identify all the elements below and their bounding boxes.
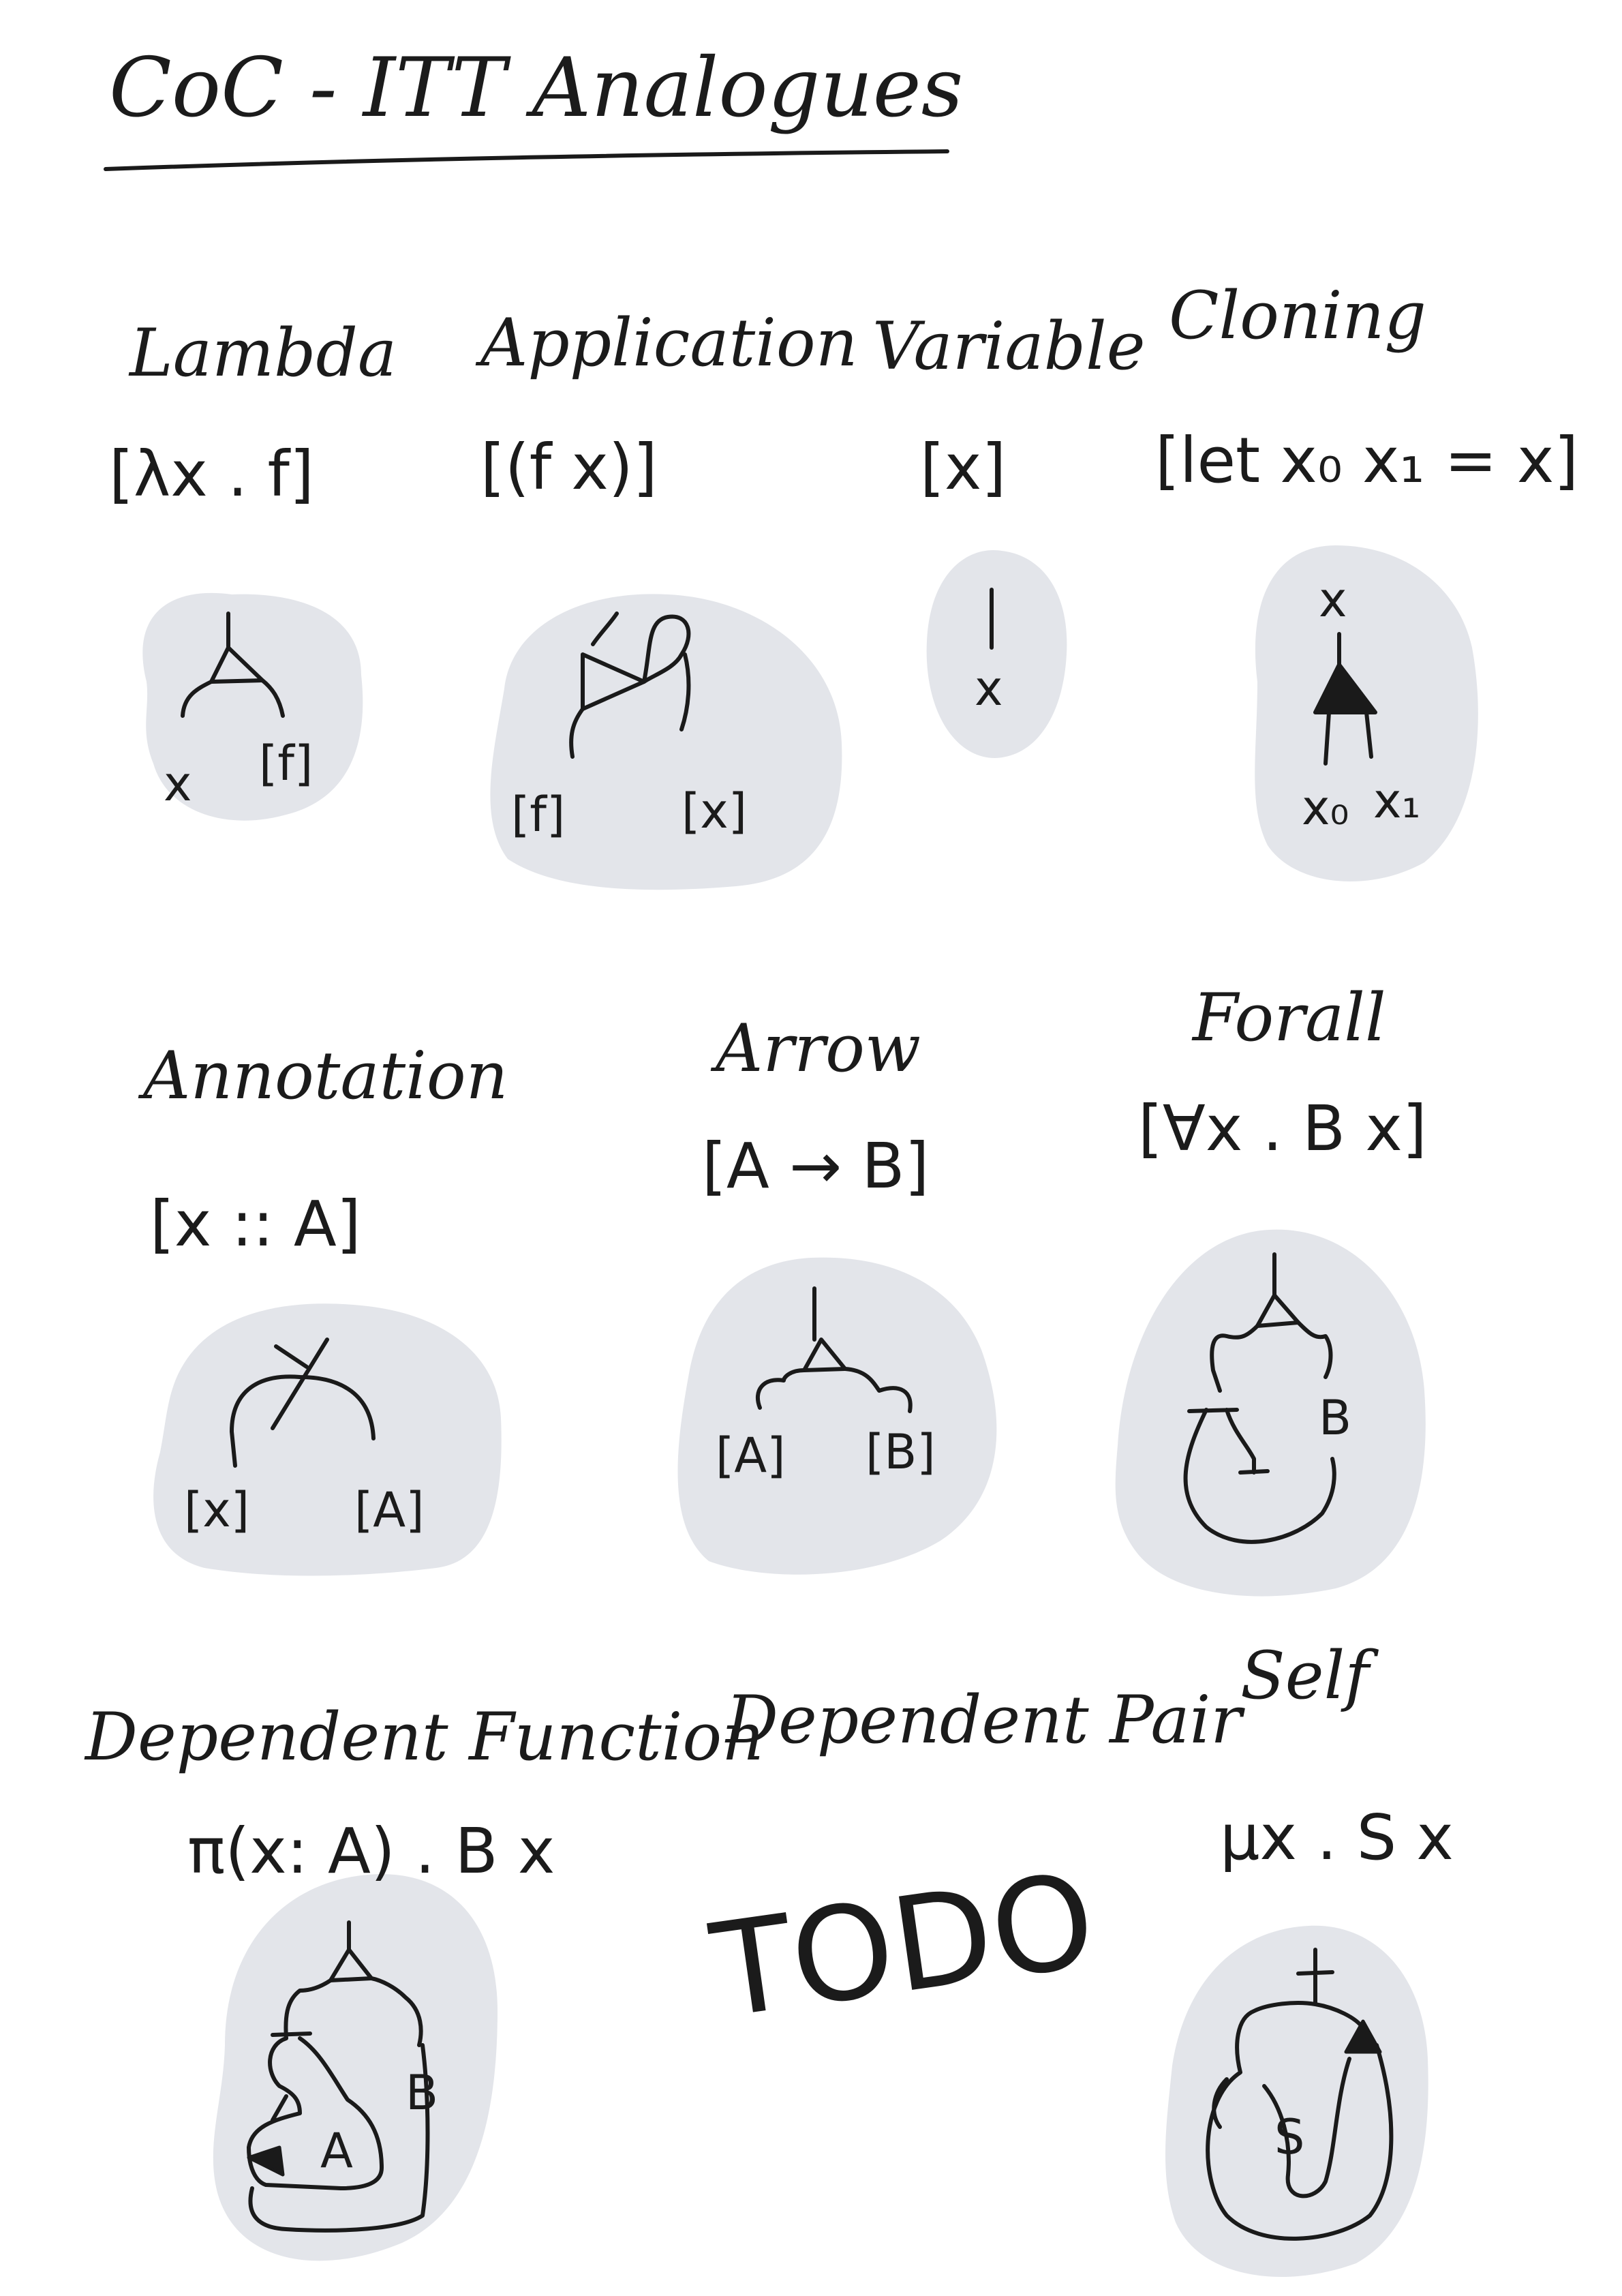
forall-name: Forall	[1193, 980, 1386, 1056]
dependent-function-node	[328, 1920, 373, 1982]
annotation-term: [x :: A]	[150, 1188, 361, 1260]
cloning-label-x: x	[1319, 572, 1347, 628]
lambda-node	[209, 611, 264, 684]
application-name: Application	[480, 305, 858, 381]
arrow-label-a: [A]	[716, 1428, 786, 1483]
arrow-node	[802, 1286, 847, 1372]
annotation-name: Annotation	[143, 1038, 508, 1114]
variable-term: [x]	[920, 431, 1007, 504]
annotation-blob	[153, 1303, 502, 1576]
variable-diagram	[926, 550, 1067, 758]
dependent-pair-name: Dependent Pair	[726, 1682, 1242, 1758]
dependent-function-blob	[213, 1874, 498, 2261]
self-label-s: S	[1274, 2109, 1305, 2165]
page-title: CoC - ITT Analogues	[109, 41, 964, 136]
self-top-wire	[1296, 1948, 1334, 2006]
dependent-function-label-a: A	[320, 2123, 353, 2179]
application-label-x: [x]	[682, 783, 748, 839]
lambda-blob	[142, 592, 363, 821]
application-term: [(f x)]	[480, 431, 658, 504]
dependent-function-wires	[247, 1976, 430, 2233]
annotation-wires	[230, 1374, 376, 1468]
arrow-label-b: [B]	[866, 1424, 936, 1480]
arrow-blob	[677, 1257, 997, 1575]
dependent-function-dup-node	[247, 2145, 285, 2177]
dependent-function-diagram	[213, 1874, 498, 2261]
title-underline	[104, 149, 949, 171]
variable-name: Variable	[872, 308, 1146, 384]
lambda-wires	[181, 678, 285, 718]
variable-label-x: x	[975, 661, 1003, 716]
lambda-label-f: [f]	[259, 736, 313, 791]
self-blob	[1165, 1925, 1428, 2277]
dependent-function-label-b: B	[406, 2065, 439, 2121]
cloning-label-x1: x₁	[1373, 773, 1421, 829]
self-node	[1344, 2019, 1382, 2054]
dependent-function-term: π(x: A) . B x	[187, 1815, 555, 1888]
cloning-label-x0: x₀	[1302, 780, 1349, 836]
self-term: μx . S x	[1220, 1801, 1454, 1874]
forall-label-b: B	[1319, 1390, 1352, 1446]
forall-wires	[1183, 1320, 1336, 1544]
forall-diagram	[1115, 1229, 1426, 1597]
lambda-label-x: x	[164, 756, 192, 812]
cloning-dup-node	[1313, 663, 1377, 714]
self-wires	[1206, 2001, 1394, 2241]
application-blob	[490, 594, 842, 890]
dependent-function-name: Dependent Function	[85, 1699, 764, 1775]
cloning-name: Cloning	[1169, 277, 1426, 354]
annotation-label-a: [A]	[354, 1482, 425, 1538]
annotation-node-cross	[271, 1338, 329, 1430]
application-node	[581, 652, 646, 711]
cloning-wires-bottom	[1323, 710, 1373, 766]
application-label-f: [f]	[511, 787, 566, 843]
forall-node	[1255, 1252, 1300, 1328]
cloning-diagram	[1255, 545, 1478, 881]
arrow-name: Arrow	[716, 1010, 921, 1087]
self-diagram	[1165, 1925, 1428, 2277]
forall-term: [∀x . B x]	[1138, 1092, 1427, 1165]
cloning-term: [let x₀ x₁ = x]	[1155, 424, 1579, 497]
arrow-wires	[755, 1367, 913, 1413]
annotation-diagram	[153, 1303, 502, 1576]
application-diagram	[490, 594, 842, 890]
annotation-label-x: [x]	[184, 1482, 250, 1538]
lambda-name: Lambda	[129, 315, 397, 391]
application-wires	[569, 611, 691, 759]
arrow-term: [A → B]	[702, 1130, 930, 1203]
self-name: Self	[1240, 1637, 1369, 1714]
variable-blob	[926, 550, 1067, 758]
lambda-diagram	[142, 592, 363, 821]
arrow-diagram	[677, 1257, 997, 1575]
lambda-term: [λx . f]	[109, 438, 314, 511]
